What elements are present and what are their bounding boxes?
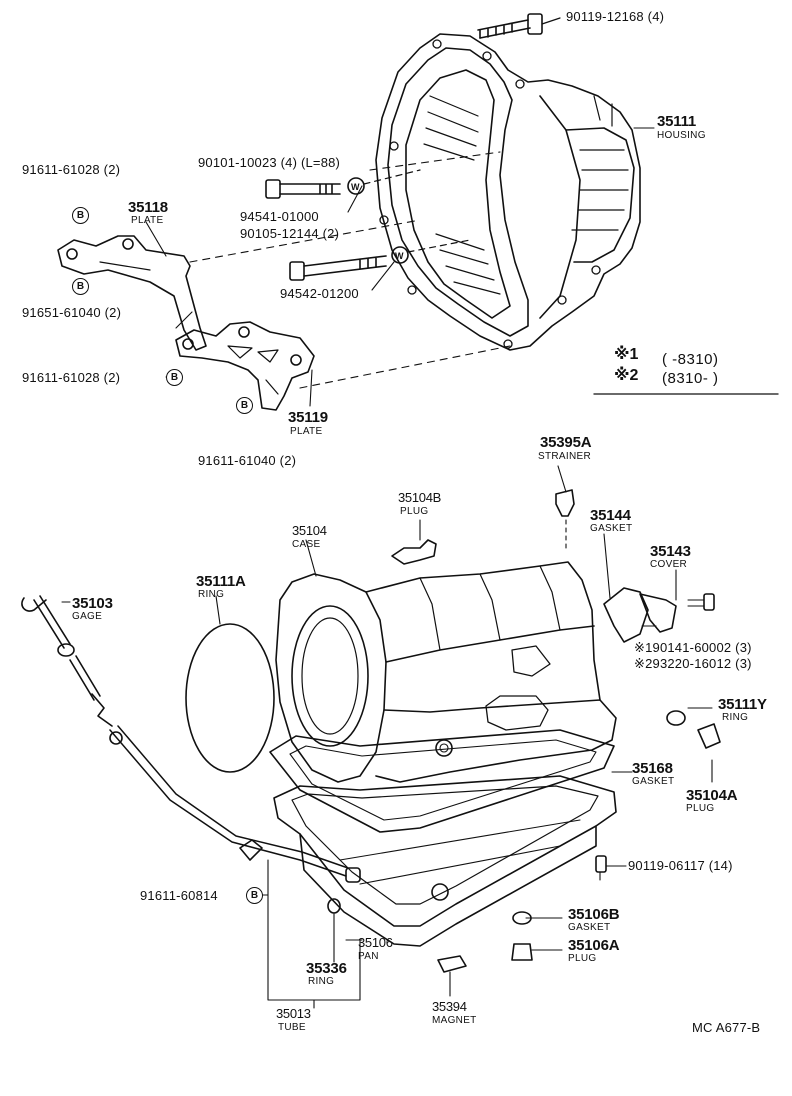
legend-range-2: (8310- ) xyxy=(662,370,719,387)
plate-35119-part-name: PLATE xyxy=(290,426,323,437)
bolt-marker: B xyxy=(72,278,89,295)
cover-35143-part-name: COVER xyxy=(650,559,688,570)
bolt-293220-label: ※293220-16012 (3) xyxy=(634,656,752,671)
bolt-190141-label: ※190141-60002 (3) xyxy=(634,640,752,655)
gage-tube-drawing xyxy=(21,595,361,883)
magnet-part-number: 35394 xyxy=(432,999,467,1014)
legend-symbol-2: ※2 xyxy=(614,367,639,384)
housing-part-name: HOUSING xyxy=(657,130,706,141)
bolt-91611-61028-mid-label: 91611-61028 (2) xyxy=(22,370,121,385)
case-drawing xyxy=(275,561,617,783)
washer-94541-label: 94541-01000 xyxy=(240,209,319,224)
ring-35111y-part-number: 35111Y xyxy=(718,696,767,713)
gasket-35106b-part-name: GASKET xyxy=(568,922,611,933)
pan-part-number: 35106 xyxy=(358,935,393,950)
bolt-90101-label: 90101-10023 (4) (L=88) xyxy=(198,155,341,170)
plug-35104a-part-name: PLUG xyxy=(686,803,715,814)
legend-range-1: ( -8310) xyxy=(662,351,719,368)
bolt-90101-drawing: W xyxy=(265,169,421,199)
gasket-35144-part-number: 35144 xyxy=(590,507,631,524)
diagram-code: MC A677-B xyxy=(692,1020,761,1035)
pan-part-name: PAN xyxy=(358,951,379,962)
bolt-91611-61040-label: 91611-61040 (2) xyxy=(198,453,297,468)
bolt-91611-60814-label: 91611-60814 xyxy=(140,888,218,903)
magnet-part-name: MAGNET xyxy=(432,1015,477,1026)
bolt-marker: B xyxy=(72,207,89,224)
bolt-marker: B xyxy=(246,887,263,904)
plug-35106a-part-number: 35106A xyxy=(568,937,620,954)
bolt-marker: B xyxy=(236,397,253,414)
housing-drawing xyxy=(375,33,641,351)
ring-35336-part-number: 35336 xyxy=(306,960,347,977)
bolt-91651-label: 91651-61040 (2) xyxy=(22,305,122,320)
svg-text:W: W xyxy=(395,251,404,261)
ring-35111a-drawing xyxy=(185,623,275,773)
bolt-marker: B xyxy=(166,369,183,386)
svg-text:W: W xyxy=(351,182,360,192)
plate-35119-drawing xyxy=(175,321,315,411)
ring-35111a-part-name: RING xyxy=(198,589,225,600)
ring-35336-part-name: RING xyxy=(308,976,335,987)
ring-35111y-part-name: RING xyxy=(722,712,749,723)
gasket-35106b-part-number: 35106B xyxy=(568,906,620,923)
bolt-90105-label: 90105-12144 (2) xyxy=(240,226,340,241)
plug-35106a-part-name: PLUG xyxy=(568,953,597,964)
cover-35143-part-number: 35143 xyxy=(650,543,691,560)
pan-drawing xyxy=(273,775,617,947)
case-part-number: 35104 xyxy=(292,523,327,538)
housing-part-number: 35111 xyxy=(657,113,697,130)
washer-94542-label: 94542-01200 xyxy=(280,286,359,301)
plug-35104b-part-name: PLUG xyxy=(400,506,429,517)
leader-lines xyxy=(61,127,713,1009)
gage-part-number: 35103 xyxy=(72,595,113,612)
gasket-35168-part-number: 35168 xyxy=(632,760,673,777)
bolt-90105-drawing: W xyxy=(289,239,471,281)
ring-35111a-part-number: 35111A xyxy=(196,573,246,590)
gasket-35168-part-name: GASKET xyxy=(632,776,675,787)
bolt-90119-12168-drawing xyxy=(477,13,561,39)
gage-part-name: GAGE xyxy=(72,611,103,622)
legend-symbol-1: ※1 xyxy=(614,346,639,363)
gasket-35144-part-name: GASKET xyxy=(590,523,633,534)
bolt-90119-06117-label: 90119-06117 (14) xyxy=(628,858,733,873)
plug-35104a-part-number: 35104A xyxy=(686,787,738,804)
strainer-part-name: STRAINER xyxy=(538,451,591,462)
plate-35118-drawing xyxy=(57,235,207,351)
plug-35104b-part-number: 35104B xyxy=(398,490,442,505)
plate-35119-part-number: 35119 xyxy=(288,409,328,426)
case-part-name: CASE xyxy=(292,539,321,550)
bolt-90119-12168-label: 90119-12168 (4) xyxy=(566,9,665,24)
plate-35118-part-name: PLATE xyxy=(131,215,164,226)
tube-part-name: TUBE xyxy=(278,1022,306,1033)
strainer-part-number: 35395A xyxy=(540,434,592,451)
bolt-91611-61028-top-label: 91611-61028 (2) xyxy=(22,162,121,177)
tube-part-number: 35013 xyxy=(276,1006,311,1021)
small-parts-drawing xyxy=(239,489,721,973)
gasket-35168-drawing xyxy=(269,729,615,833)
plate-35118-part-number: 35118 xyxy=(128,199,168,216)
